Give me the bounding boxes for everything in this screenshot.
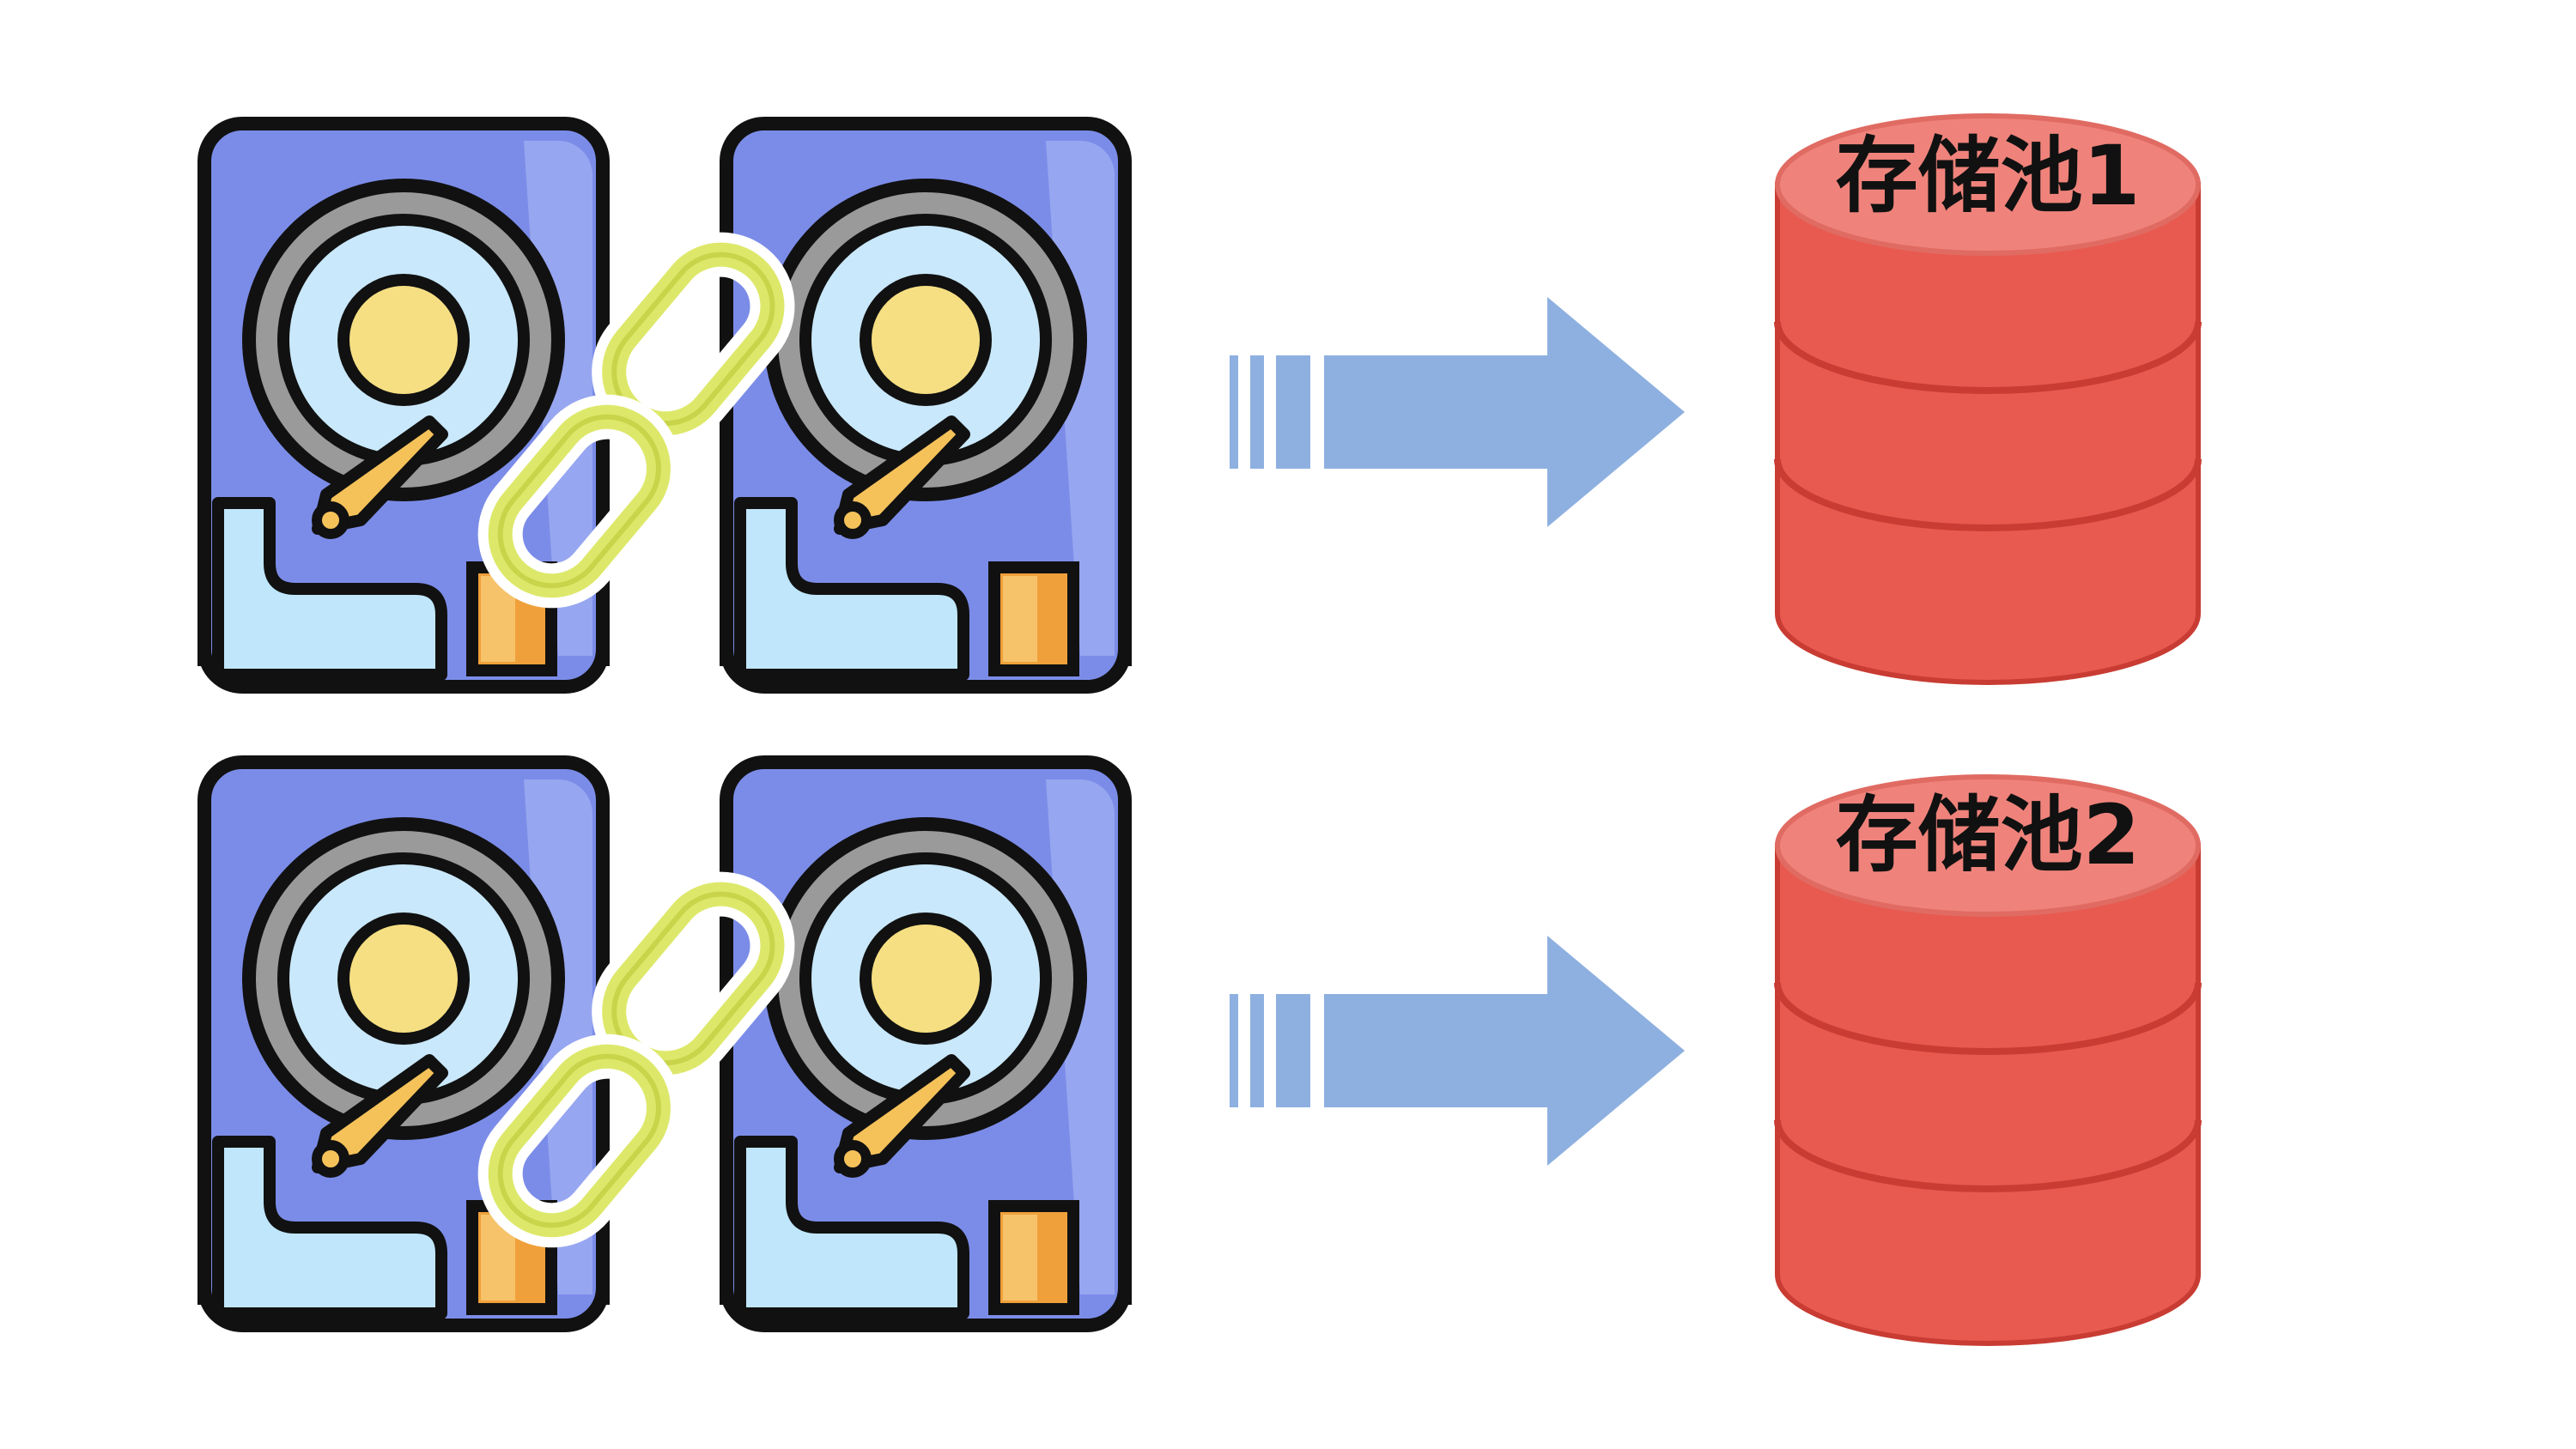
pool-label: 存储池1 (1836, 128, 2141, 224)
pool-label: 存储池2 (1836, 787, 2141, 883)
hard-disk-icon (726, 124, 1125, 687)
arrow-right-icon (1230, 297, 1685, 527)
hard-disk-icon (726, 762, 1125, 1325)
arrow-right-icon (1230, 936, 1685, 1166)
pool-group-1: 存储池1 (204, 116, 2198, 687)
pool-group-2: 存储池2 (204, 762, 2198, 1343)
